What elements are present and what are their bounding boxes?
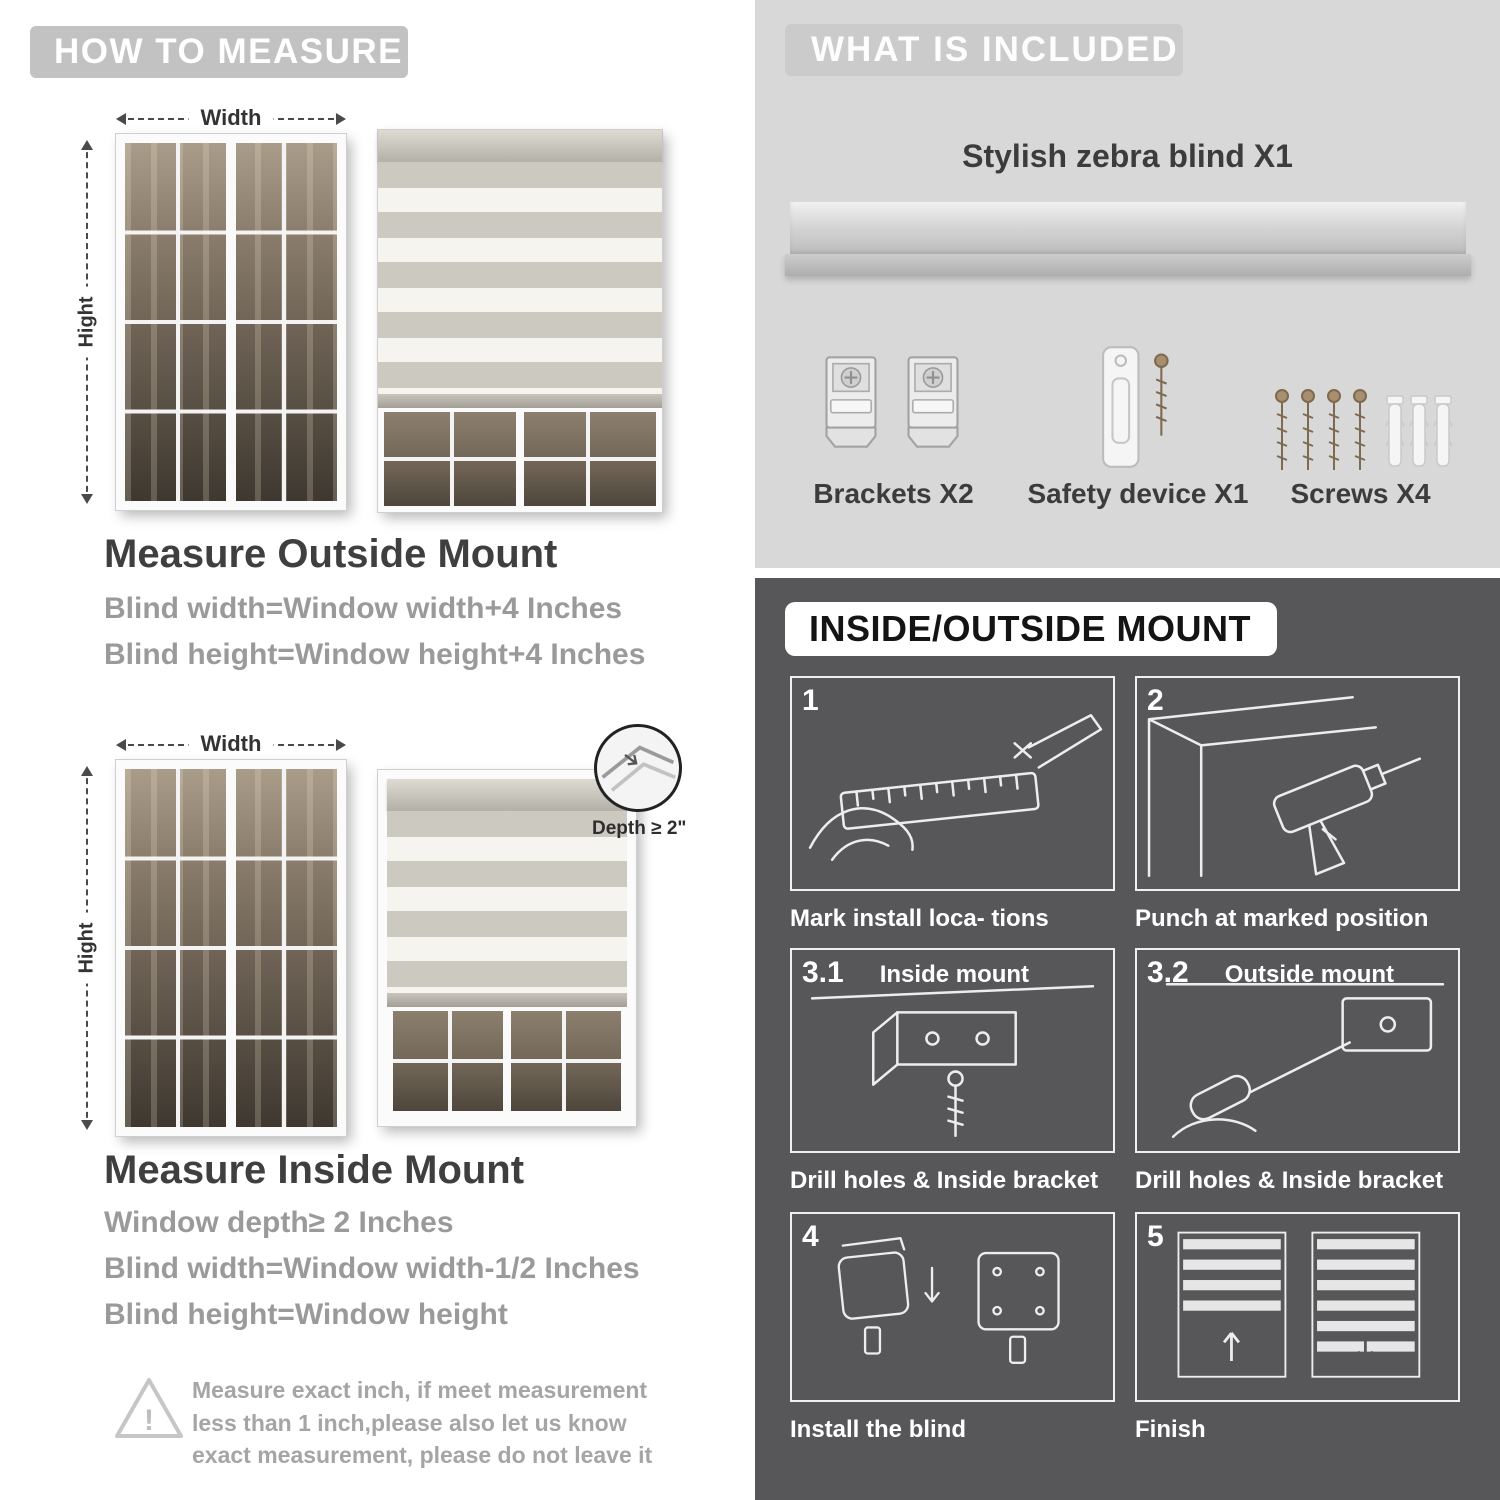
outside-mount-line-1: Blind width=Window width+4 Inches xyxy=(104,592,623,625)
height-label: Hight xyxy=(75,912,99,984)
blind-cassette xyxy=(387,779,627,811)
outside-bracket-illustration-icon xyxy=(1165,983,1445,1139)
finish-blinds-illustration-icon xyxy=(1177,1231,1421,1378)
inside-outside-mount-title: INSIDE/OUTSIDE MOUNT xyxy=(809,608,1252,649)
inside-mount-line-3: Blind height=Window height xyxy=(104,1298,508,1331)
blind-bottom-rail xyxy=(378,394,662,408)
step-4-box: 4 xyxy=(790,1212,1115,1402)
step-number: 2 xyxy=(1147,684,1164,717)
inside-mount-line-1: Window depth≥ 2 Inches xyxy=(104,1206,454,1239)
step-number: 4 xyxy=(802,1220,819,1253)
step-number: 5 xyxy=(1147,1220,1164,1253)
step-2-box: 2 xyxy=(1135,676,1460,891)
outside-mount-heading: Measure Outside Mount xyxy=(104,532,558,576)
window-photo-outside xyxy=(116,134,346,510)
how-to-measure-banner: HOW TO MEASURE xyxy=(30,26,408,78)
blind-cassette xyxy=(378,130,662,162)
depth-detail-circle xyxy=(594,724,682,812)
zebra-blind-label: Stylish zebra blind X1 xyxy=(962,138,1293,174)
step-title: Outside mount xyxy=(1224,961,1395,988)
blind-stripes xyxy=(387,811,627,993)
inside-mount-line-2: Blind width=Window width-1/2 Inches xyxy=(104,1252,640,1285)
height-arrow-outside: Hight xyxy=(75,140,99,504)
bracket-icon xyxy=(825,356,877,448)
screws-icon xyxy=(1275,389,1453,470)
window-glass-below-blind xyxy=(384,412,656,506)
included-panel xyxy=(755,0,1500,568)
window-glass xyxy=(125,143,337,501)
step-number: 3.2 xyxy=(1147,956,1189,989)
step-2-caption: Punch at marked position xyxy=(1135,905,1429,932)
inside-mount-heading: Measure Inside Mount xyxy=(104,1148,525,1192)
window-glass xyxy=(125,769,337,1127)
brackets-label: Brackets X2 xyxy=(813,478,974,509)
step-4-caption: Install the blind xyxy=(790,1416,967,1443)
measurement-note: Measure exact inch, if meet measurement … xyxy=(192,1377,653,1469)
depth-label: Depth ≥ 2" xyxy=(592,818,687,839)
step-1-caption: Mark install loca- tions xyxy=(790,905,1049,932)
step-5: 5 xyxy=(1135,1212,1460,1444)
blind-headrail-image xyxy=(790,202,1466,254)
inside-bracket-illustration-icon xyxy=(810,985,1095,1138)
window-corner-detail-icon xyxy=(601,745,676,792)
blind-stripes xyxy=(378,162,662,394)
screws-label: Screws X4 xyxy=(1290,478,1431,509)
safety-device-icon xyxy=(1102,346,1169,468)
step-title: Inside mount xyxy=(879,961,1030,988)
inside-outside-mount-banner: INSIDE/OUTSIDE MOUNT xyxy=(785,602,1277,656)
width-arrow-inside: Width xyxy=(116,731,346,757)
step-3-1: 3.1 Inside mount Drill holes & Inside br… xyxy=(790,948,1115,1195)
what-is-included-banner: WHAT IS INCLUDED xyxy=(785,24,1183,76)
outside-mount-line-2: Blind height=Window height+4 Inches xyxy=(104,638,646,671)
width-label: Width xyxy=(188,731,274,757)
step-1-box: 1 xyxy=(790,676,1115,891)
window-photo-inside xyxy=(116,760,346,1136)
height-label: Hight xyxy=(75,286,99,358)
step-3-1-caption: Drill holes & Inside bracket xyxy=(790,1167,1099,1194)
step-2: 2 Punch at marked position xyxy=(1135,676,1460,933)
blind-bottom-rail xyxy=(387,993,627,1007)
width-arrow-outside: Width xyxy=(116,105,346,131)
step-3-2-caption: Drill holes & Inside bracket xyxy=(1135,1167,1444,1194)
step-3-2: 3.2 Outside mount Drill holes & Inside b… xyxy=(1135,948,1460,1195)
step-number: 1 xyxy=(802,684,819,717)
step-5-caption: Finish xyxy=(1135,1416,1206,1443)
width-label: Width xyxy=(188,105,274,131)
warning-exclamation: ! xyxy=(144,1404,154,1437)
warning-triangle-icon xyxy=(115,1378,183,1438)
drill-illustration-icon xyxy=(1147,695,1422,878)
how-to-measure-title: HOW TO MEASURE xyxy=(54,32,403,71)
zebra-blind-inside-mount xyxy=(378,770,636,1126)
bracket-icon xyxy=(907,356,959,448)
step-5-box: 5 xyxy=(1135,1212,1460,1402)
step-3-1-box: 3.1 Inside mount xyxy=(790,948,1115,1153)
install-blind-illustration-icon xyxy=(837,1237,1060,1364)
mark-locations-illustration-icon xyxy=(808,714,1103,861)
step-4: 4 Install the blind xyxy=(790,1212,1115,1444)
blind-headrail-lip xyxy=(785,254,1471,276)
step-1: 1 xyxy=(790,676,1115,933)
step-number: 3.1 xyxy=(802,956,844,989)
safety-device-label: Safety device X1 xyxy=(1027,478,1249,509)
height-arrow-inside: Hight xyxy=(75,766,99,1130)
zebra-blind-outside-mount xyxy=(378,130,662,512)
step-3-2-box: 3.2 Outside mount xyxy=(1135,948,1460,1153)
window-glass-below-blind xyxy=(393,1011,621,1111)
what-is-included-title: WHAT IS INCLUDED xyxy=(811,30,1179,69)
